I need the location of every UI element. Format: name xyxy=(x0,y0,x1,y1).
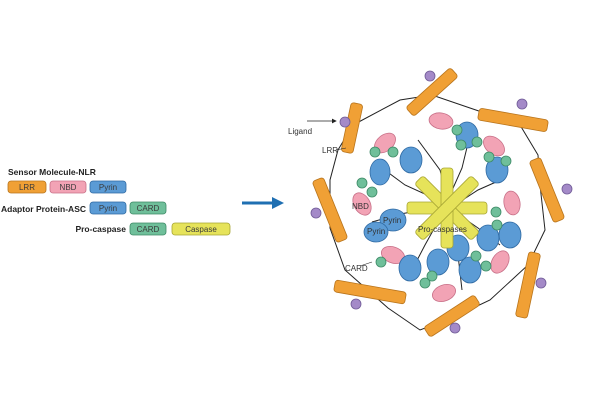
card-label: CARD xyxy=(345,264,368,273)
card-domains xyxy=(356,124,512,289)
legend-procaspase-row: CARD Caspase xyxy=(129,222,231,236)
card-domain xyxy=(369,146,381,158)
pyrin-domain-labeled xyxy=(363,221,389,243)
pyrin-domain xyxy=(458,256,482,284)
procaspase-rod xyxy=(415,176,479,240)
legend-lrr-domain xyxy=(7,180,47,194)
pyrin-domain xyxy=(476,224,500,252)
card-domain xyxy=(491,219,503,231)
pyrin-domains xyxy=(363,121,522,284)
legend-nbd-label: NBD xyxy=(60,183,77,192)
legend-asc-pyrin-label: Pyrin xyxy=(99,204,117,213)
ligand-molecule xyxy=(535,277,547,289)
lrr-domains xyxy=(312,68,565,337)
legend-procaspase-title: Pro-caspase xyxy=(75,224,126,234)
pyrin-domain-labeled xyxy=(379,208,407,232)
legend-panel: Sensor Molecule-NLR LRR NBD Pyrin Adapto… xyxy=(1,167,231,236)
card-domain xyxy=(455,139,467,151)
legend-asc-card-label: CARD xyxy=(137,204,160,213)
legend-procaspase-card-domain xyxy=(129,222,167,236)
card-domain xyxy=(387,146,399,158)
card-domain xyxy=(500,155,512,167)
lrr-domain xyxy=(477,108,549,132)
procaspases-label: Pro-caspases xyxy=(418,225,467,234)
lrr-domain xyxy=(529,157,565,223)
inflammasome-complex: Ligand LRR NBD Pyrin Pyrin Pro-caspases … xyxy=(288,68,573,337)
ligand-molecule xyxy=(339,116,351,128)
pyrin-label-1: Pyrin xyxy=(383,216,401,225)
ligand-molecule xyxy=(449,322,461,334)
pyrin-domain xyxy=(426,248,450,276)
card-domain xyxy=(480,260,492,272)
nbd-domain xyxy=(431,284,457,302)
complex-annotations: Ligand LRR NBD Pyrin Pyrin Pro-caspases … xyxy=(288,118,467,273)
nbd-domain xyxy=(352,192,372,216)
pyrin-domain xyxy=(398,254,422,282)
ligand-molecule xyxy=(424,70,436,82)
card-domain xyxy=(471,136,483,148)
lrr-domain xyxy=(515,251,541,319)
card-domain xyxy=(470,250,482,262)
card-domain xyxy=(483,151,495,163)
card-domain xyxy=(366,186,378,198)
ligands xyxy=(310,70,573,334)
ligand-molecule xyxy=(561,183,573,195)
arrow-head xyxy=(272,197,284,209)
nbd-domain xyxy=(428,112,454,130)
card-domain xyxy=(490,206,502,218)
legend-pyrin-label: Pyrin xyxy=(99,183,117,192)
pyrin-domain xyxy=(369,158,391,186)
legend-caspase-domain xyxy=(171,222,231,236)
nbd-domains xyxy=(352,112,521,302)
legend-procaspase-card-label: CARD xyxy=(137,225,160,234)
legend-asc-card-domain xyxy=(129,201,167,215)
lrr-pointer xyxy=(335,147,347,151)
nbd-domain xyxy=(490,250,510,274)
card-domain xyxy=(451,124,463,136)
legend-pyrin-domain xyxy=(89,180,127,194)
lrr-domain xyxy=(424,295,480,337)
legend-asc-pyrin-domain xyxy=(89,201,127,215)
nbd-label: NBD xyxy=(352,202,369,211)
legend-lrr-label: LRR xyxy=(19,183,35,192)
legend-asc-row: Pyrin CARD xyxy=(89,201,167,215)
pyrin-domain xyxy=(399,146,423,174)
ligand-molecule xyxy=(350,298,362,310)
legend-nlr-row: LRR NBD Pyrin xyxy=(7,180,127,194)
card-domain xyxy=(375,256,387,268)
pyrin-label-2: Pyrin xyxy=(367,227,385,236)
lrr-label: LRR xyxy=(322,146,338,155)
card-domain xyxy=(426,270,438,282)
lrr-domain xyxy=(333,279,407,305)
legend-nbd-domain xyxy=(49,180,87,194)
lrr-domain xyxy=(341,102,363,154)
lrr-domain xyxy=(312,177,348,243)
arrow-right-icon xyxy=(242,197,284,209)
card-domain xyxy=(356,177,368,189)
card-domain xyxy=(419,277,431,289)
lrr-domain xyxy=(406,68,458,116)
legend-caspase-label: Caspase xyxy=(185,225,217,234)
card-pointer xyxy=(359,261,373,267)
nbd-domain xyxy=(503,190,521,216)
ligand-molecule xyxy=(310,207,322,219)
ligand-molecule xyxy=(516,98,528,110)
legend-asc-title: Adaptor Protein-ASC xyxy=(1,204,86,214)
procaspase-pinwheel xyxy=(406,167,488,249)
legend-nlr-title: Sensor Molecule-NLR xyxy=(8,167,96,177)
ligand-label: Ligand xyxy=(288,127,312,136)
